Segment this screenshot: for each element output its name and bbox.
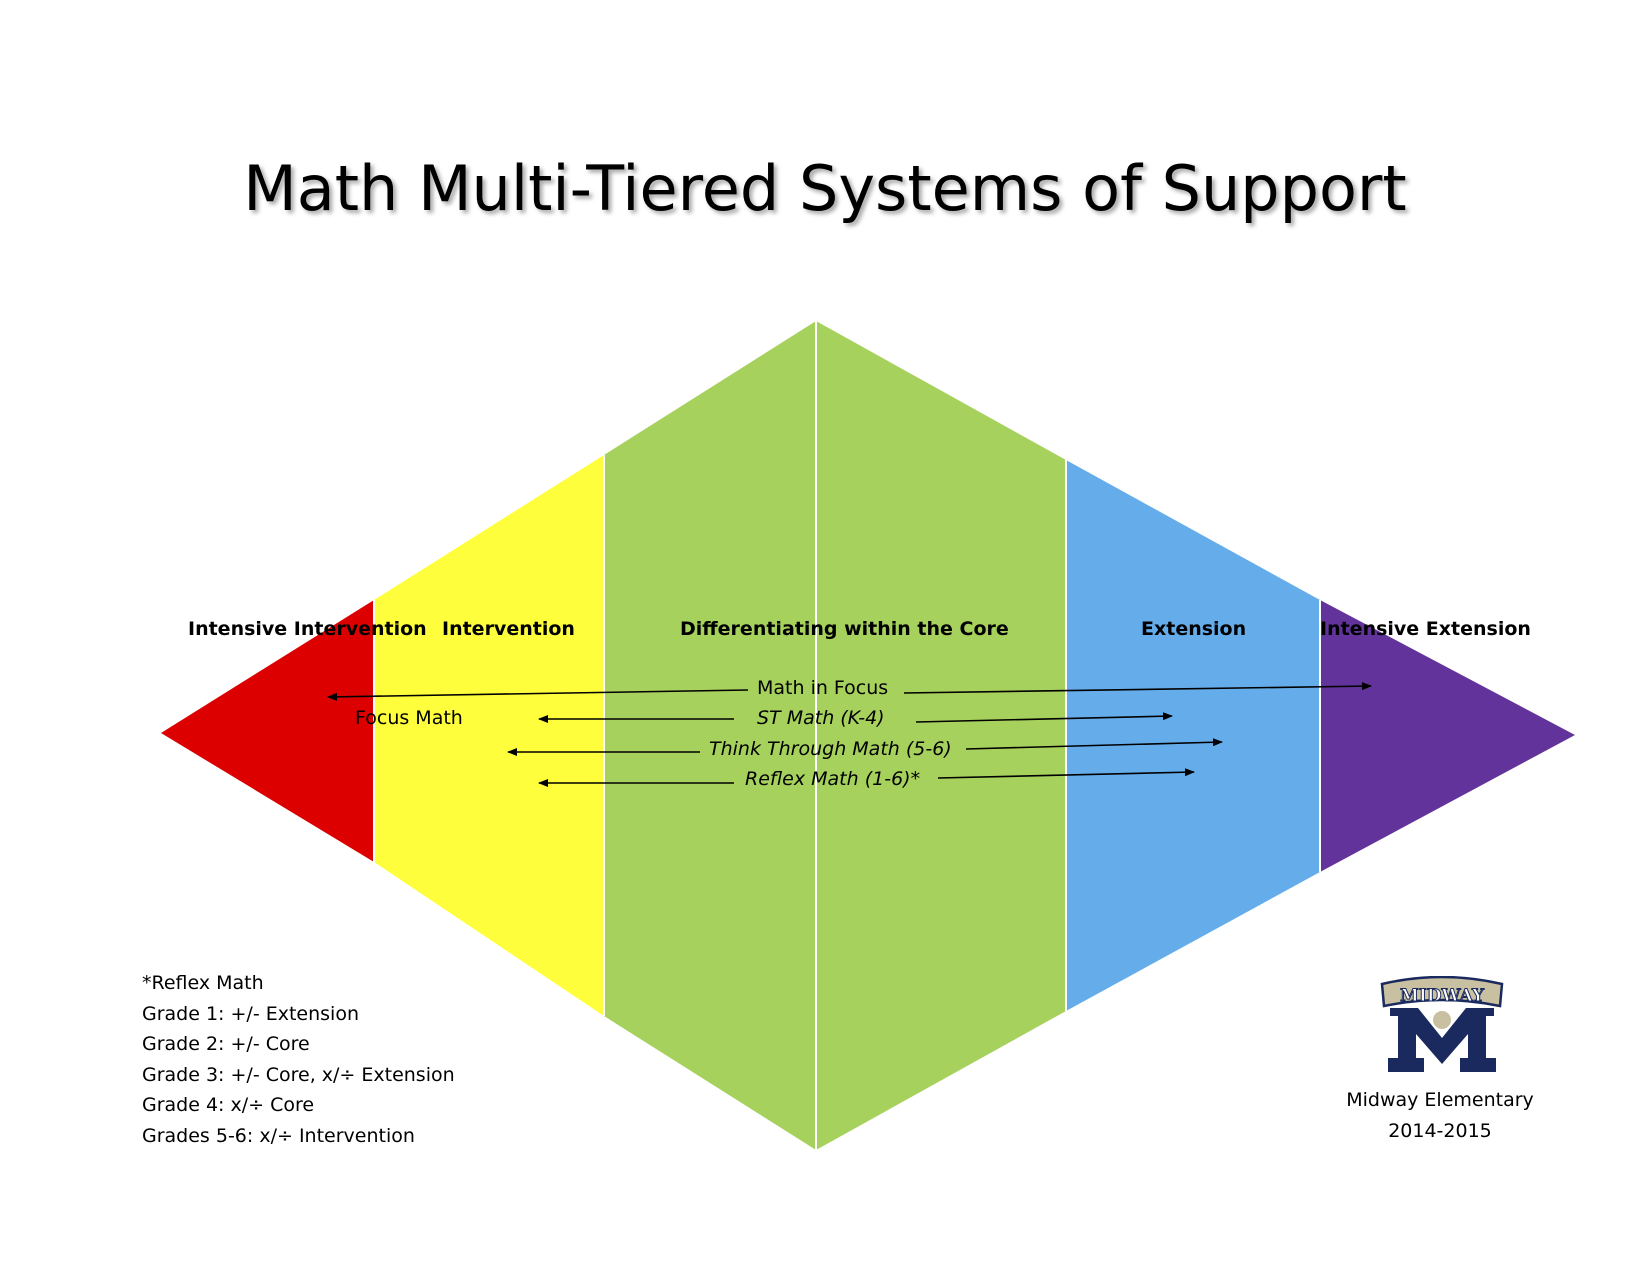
tier-extension [1066,460,1320,1011]
school-name: Midway Elementary [1346,1089,1534,1111]
midway-logo: MIDWAY [1380,976,1504,1072]
program-label-st-math: ST Math (K-4) [757,707,885,729]
tier-intensive-intervention [161,600,374,862]
reflex-math-notes: *Reflex Math Grade 1: +/- Extension Grad… [142,968,455,1151]
tier-core [604,321,1066,1150]
program-label-focus-math: Focus Math [355,707,463,729]
school-info: Midway Elementary 2014-2015 [1340,1085,1540,1147]
arrow-think-through-right [965,738,1223,750]
tier-label-core: Differentiating within the Core [680,618,1009,640]
tier-intensive-extension [1320,600,1575,872]
diagram-title: Math Multi-Tiered Systems of Support [243,152,1407,225]
arrow-math-in-focus-right [903,682,1372,694]
note-line: Grades 5-6: x/÷ Intervention [142,1124,415,1147]
note-line: Grade 4: x/÷ Core [142,1094,315,1116]
arrow-reflex-right [937,768,1195,779]
tier-label-intensive-extension: Intensive Extension [1320,618,1531,640]
program-label-math-in-focus: Math in Focus [757,677,889,699]
program-label-reflex-math: Reflex Math (1-6)* [745,768,921,790]
note-line: Grade 2: +/- Core [142,1033,310,1055]
logo-text: MIDWAY [1400,986,1485,1006]
note-line: Grade 3: +/- Core, x/÷ Extension [142,1063,455,1086]
arrow-st-math-right [915,712,1173,723]
note-heading: *Reflex Math [142,972,264,994]
note-line: Grade 1: +/- Extension [142,1002,359,1025]
tier-label-intervention: Intervention [442,618,575,640]
tier-label-intensive-intervention: Intensive Intervention [188,618,427,640]
tier-intervention [374,455,604,1016]
school-year: 2014-2015 [1388,1120,1492,1142]
tier-label-extension: Extension [1141,618,1247,640]
program-label-think-through-math: Think Through Math (5-6) [709,738,952,760]
arrow-math-in-focus-left [327,689,749,701]
